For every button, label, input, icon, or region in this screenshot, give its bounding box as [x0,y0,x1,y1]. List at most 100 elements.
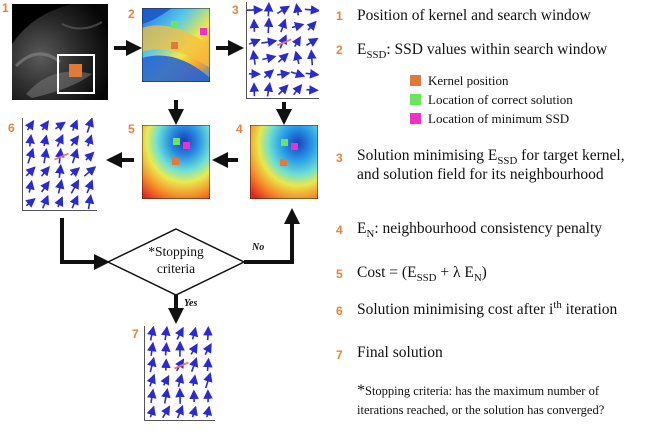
displacement-vector [84,117,94,133]
displacement-vector [54,196,64,208]
arrow-no-to-4 [244,208,300,264]
list-item-4: EN: neighbourhood consistency penalty [357,220,603,241]
minimum-ssd-marker [291,143,298,150]
ultrasound-panel [12,4,108,100]
list-number-4: 4 [336,223,343,237]
arrow-6-to-decision [60,218,110,270]
displacement-vector [161,405,171,419]
displacement-vector [84,194,95,210]
ssd-heatmap [141,7,211,83]
step-number-2: 2 [128,7,135,21]
legend-swatch-minimum [410,113,421,124]
displacement-vector [25,147,35,164]
legend-swatch-kernel [410,75,421,86]
displacement-vector [248,38,261,48]
correct-solution-marker [171,21,178,28]
stopping-criteria-diamond [106,228,246,296]
list-number-3: 3 [336,151,343,165]
legend-swatch-correct [410,94,421,105]
displacement-vector [263,2,274,17]
displacement-vector [54,121,66,131]
displacement-vector [161,325,171,341]
displacement-vector [263,82,274,97]
displacement-vector [70,179,80,194]
list-number-2: 2 [336,43,343,57]
displacement-vector [262,53,277,64]
decision-label-line1: *Stopping [148,244,204,259]
kernel-marker [172,158,179,165]
displacement-vector [174,404,184,419]
legend-minimum: Location of minimum SSD [410,112,569,125]
target-kernel-vector [174,361,189,370]
displacement-vector [161,387,171,404]
displacement-vector [306,85,319,95]
displacement-vector [39,120,50,131]
displacement-vector [161,342,171,356]
displacement-vector [146,405,156,418]
list-item-6: Solution minimising cost after ith itera… [357,298,618,318]
displacement-vector [202,405,213,418]
displacement-vector [147,325,157,341]
list-item-1: Position of kernel and search window [357,7,591,24]
displacement-vector [147,341,157,356]
legend-correct: Location of correct solution [410,93,573,106]
displacement-vector [69,148,80,164]
list-item-7: Final solution [357,344,443,361]
list-item-5: Cost = (ESSD + λ EN) [357,264,487,285]
vector-field-3 [246,2,321,97]
step-number-3: 3 [232,3,239,17]
minimum-ssd-marker [200,28,207,35]
list-item-3: Solution minimising ESSD for target kern… [357,147,625,183]
vector-field-panel-3 [246,2,321,99]
heatmap-panel-5 [141,124,211,200]
displacement-vector [261,37,278,47]
vector-field-panel-6 [22,117,97,211]
displacement-vector [25,179,35,193]
displacement-vector [263,69,275,80]
ssd-heatmap-panel [141,7,211,83]
displacement-vector [188,326,199,340]
displacement-vector [40,147,50,164]
displacement-vector [292,84,303,96]
displacement-vector [290,69,306,79]
displacement-vector [84,179,94,194]
step-number-1: 1 [2,1,9,15]
displacement-vector [174,326,184,340]
displacement-vector [305,69,320,79]
displacement-vector [188,405,198,418]
displacement-vector [293,3,303,16]
displacement-vector [54,133,64,147]
displacement-vector [305,37,319,47]
list-number-5: 5 [336,267,343,281]
displacement-vector [277,18,288,33]
displacement-vector [69,195,79,209]
displacement-vector [188,343,198,355]
kernel-marker [69,64,82,77]
displacement-vector [203,372,213,389]
note-text: Stopping criteria: has the maximum numbe… [357,384,605,417]
displacement-vector [188,374,199,386]
displacement-vector [25,166,36,177]
displacement-vector [25,133,35,147]
no-branch-label: No [251,242,264,253]
neighbourhood-heatmap-4 [249,124,319,200]
vector-field-6 [24,117,97,210]
displacement-vector [277,84,289,96]
note-asterisk: * [357,382,365,399]
displacement-vector [83,166,97,177]
displacement-vector [307,49,317,66]
list-number-7: 7 [336,348,343,362]
list-number-6: 6 [336,304,343,318]
displacement-vector [276,5,291,15]
cost-heatmap-5 [141,124,211,200]
kernel-marker [280,159,287,166]
displacement-vector [69,119,79,131]
displacement-vector [84,134,94,147]
displacement-vector [263,17,274,34]
displacement-vector [147,388,157,404]
vector-field-panel-7 [144,325,215,421]
list-item-2: ESSD: SSD values within search window [357,41,608,62]
displacement-vector [189,357,199,372]
